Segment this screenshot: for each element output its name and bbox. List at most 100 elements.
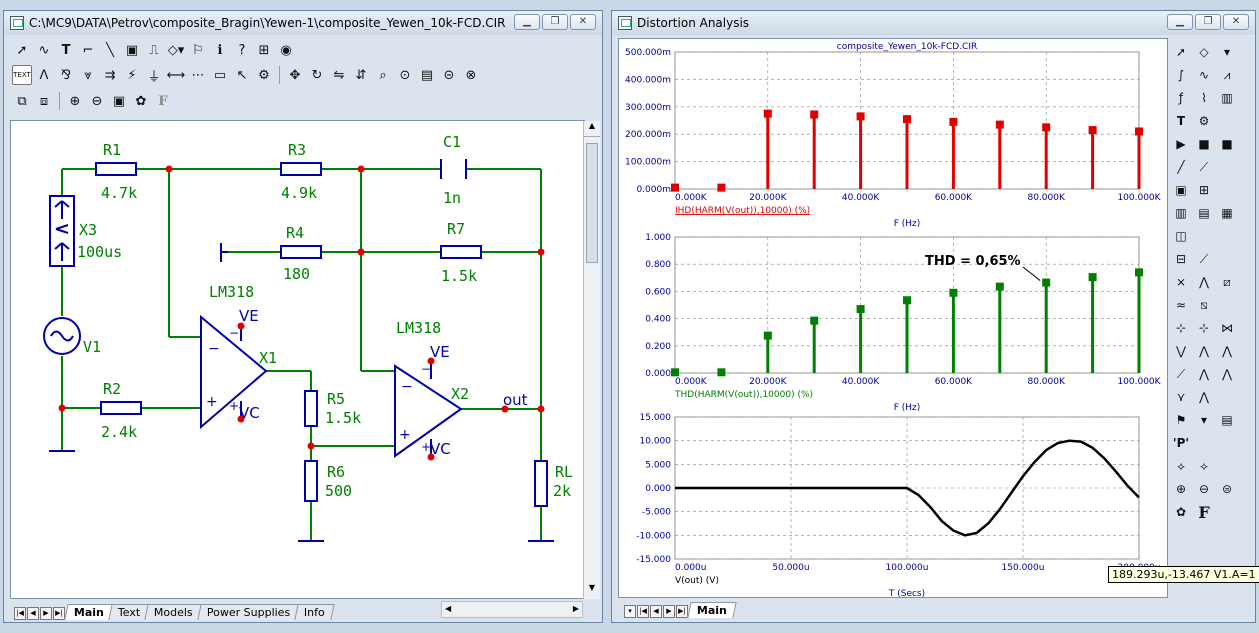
first-tab-button[interactable]: |◀ [637,605,649,618]
next-tab-button[interactable]: ▶ [663,605,675,618]
diagonal-tool-icon[interactable]: ╲ [106,42,114,58]
stop-icon[interactable]: ⊝ [443,67,455,83]
prev-tab-button[interactable]: ◀ [650,605,662,618]
fall-icon[interactable]: ⋀ [1199,367,1209,381]
camera-icon[interactable]: ▣ [112,93,126,109]
grid-icon[interactable]: ⋯ [191,67,205,83]
zoom-out-icon[interactable]: ⊖ [1198,482,1210,496]
minor-grid-icon[interactable]: ▦ [1221,206,1233,220]
tab-info[interactable]: Info [294,604,335,620]
text-tool-icon[interactable]: T [61,42,71,58]
flip-icon[interactable]: ⇋ [333,67,345,83]
node-icon[interactable]: ⴷ [39,67,49,83]
fcd-icon[interactable]: ▥ [1221,91,1233,105]
dropdown-tab-button[interactable]: ▾ [624,605,636,618]
max-icon[interactable]: ⋁ [1176,344,1186,358]
line-icon[interactable]: ╱ [1177,160,1185,174]
properties-icon[interactable]: ⚙ [258,67,270,83]
table-icon[interactable]: ▤ [1221,413,1233,427]
copy-icon[interactable]: ⧉ [17,93,27,109]
pointer-icon[interactable]: ↖ [236,67,248,83]
properties-icon[interactable]: ⚙ [1198,114,1210,128]
text-tool-icon[interactable]: T [1176,114,1186,128]
tag-icon[interactable]: ⚑ [1175,413,1187,427]
valley-icon[interactable]: ⋀ [1199,275,1209,289]
global-icon[interactable]: ⋀ [1222,367,1232,381]
zoom-in-icon[interactable]: ⊕ [1175,482,1187,496]
close-button[interactable]: ✕ [1223,14,1249,30]
panel-icon[interactable]: ⊟ [1175,252,1187,266]
trough-icon[interactable]: ⋀ [1199,390,1209,404]
help-icon[interactable]: ? [238,42,246,58]
run-icon[interactable]: ▶ [1176,137,1186,151]
fft-icon[interactable]: ƒ [1178,91,1184,105]
cursor-right-icon[interactable]: ⊹ [1198,321,1210,335]
last-tab-button[interactable]: ▶| [676,605,688,618]
power-icon[interactable]: ⚡ [127,67,137,83]
cancel-icon[interactable]: ⊗ [465,67,477,83]
restore-button[interactable]: ❐ [542,14,568,30]
peak-icon[interactable]: ⨯ [1175,275,1187,289]
point-line-icon[interactable]: ⟋ [1199,159,1209,174]
select-arrow-icon[interactable]: ➚ [1175,45,1187,59]
tab-models[interactable]: Models [144,604,203,620]
level-icon[interactable]: ⋎ [1176,390,1186,404]
window-icon[interactable]: ▭ [213,67,227,83]
p-icon[interactable]: 'P' [1172,436,1190,450]
flag-icon[interactable]: ⚐ [192,42,204,58]
hgrid-icon[interactable]: ▤ [1198,206,1210,220]
palette-icon[interactable]: ✿ [1175,505,1187,519]
text-button[interactable]: TEXT [12,65,32,85]
rise-icon[interactable]: ⟋ [1176,366,1186,381]
zoom-in-icon[interactable]: ⊕ [69,93,81,109]
last-tab-button[interactable]: ▶| [53,607,65,620]
line-tool-icon[interactable]: ⌐ [82,42,94,58]
grid-icon[interactable]: ⊞ [1198,183,1210,197]
graph-icon[interactable]: ⊞ [258,42,270,58]
tangent-icon[interactable]: ≈ [1175,298,1187,312]
next-tab-button[interactable]: ▶ [40,607,52,620]
first-tab-button[interactable]: |◀ [14,607,26,620]
select-arrow-icon[interactable]: ➚ [16,42,28,58]
wire-end-icon[interactable]: ⟷ [166,67,186,83]
prev-tab-button[interactable]: ◀ [27,607,39,620]
schematic-canvas[interactable]: R1 4.7k R3 4.9k C1 1n R4 180 R7 1.5k X3 … [10,120,585,599]
schematic-vscroll[interactable]: ▲ ▼ [583,121,600,599]
move-icon[interactable]: ✥ [289,67,301,83]
current-icon[interactable]: ⇉ [104,67,116,83]
stop-icon[interactable]: ■ [1221,137,1233,151]
scale-icon[interactable]: ⩘ [1223,67,1231,82]
rotate-icon[interactable]: ↻ [311,67,323,83]
restore-button[interactable]: ❐ [1195,14,1221,30]
distortion-titlebar[interactable]: Distortion Analysis ▁ ❐ ✕ [612,11,1255,35]
peak-value-icon[interactable]: ⋀ [1222,344,1232,358]
vgrid-icon[interactable]: ▥ [1175,206,1187,220]
probe-icon[interactable]: ⅋ [60,67,72,83]
tab-power-supplies[interactable]: Power Supplies [197,604,300,620]
tab-main[interactable]: Main [687,602,737,618]
cursor-left-icon[interactable]: ⊹ [1175,321,1187,335]
close-button[interactable]: ✕ [570,14,596,30]
paste-icon[interactable]: ⧈ [39,93,49,109]
mirror-icon[interactable]: ⇵ [355,67,367,83]
font-icon[interactable]: F [158,93,168,109]
zoom-fit-icon[interactable]: ⊜ [1221,482,1233,496]
voltage-icon[interactable]: ⩔ [84,67,92,83]
trace-icon[interactable]: ∫ [1177,68,1185,82]
minimize-button[interactable]: ▁ [514,14,540,30]
cursor-both-icon[interactable]: ⋈ [1221,321,1233,335]
dropdown-icon[interactable]: ▾ [1200,413,1208,427]
page-icon[interactable]: ▤ [420,67,434,83]
cursor-mode-2-icon[interactable]: ⟡ [1200,458,1208,473]
palette-icon[interactable]: ✿ [135,93,147,109]
shapes-icon[interactable]: ◇▾ [167,42,185,58]
dropdown-icon[interactable]: ▾ [1223,45,1231,59]
shapes-icon[interactable]: ◇ [1199,45,1209,59]
binoculars-icon[interactable]: ⊙ [399,67,411,83]
tile-icon[interactable]: ◫ [1175,229,1187,243]
wave-icon[interactable]: ∿ [1198,68,1210,82]
font-icon[interactable]: F [1198,502,1210,522]
pause-icon[interactable]: ■ [1198,137,1210,151]
wire-icon[interactable]: ⌇ [1201,91,1207,105]
